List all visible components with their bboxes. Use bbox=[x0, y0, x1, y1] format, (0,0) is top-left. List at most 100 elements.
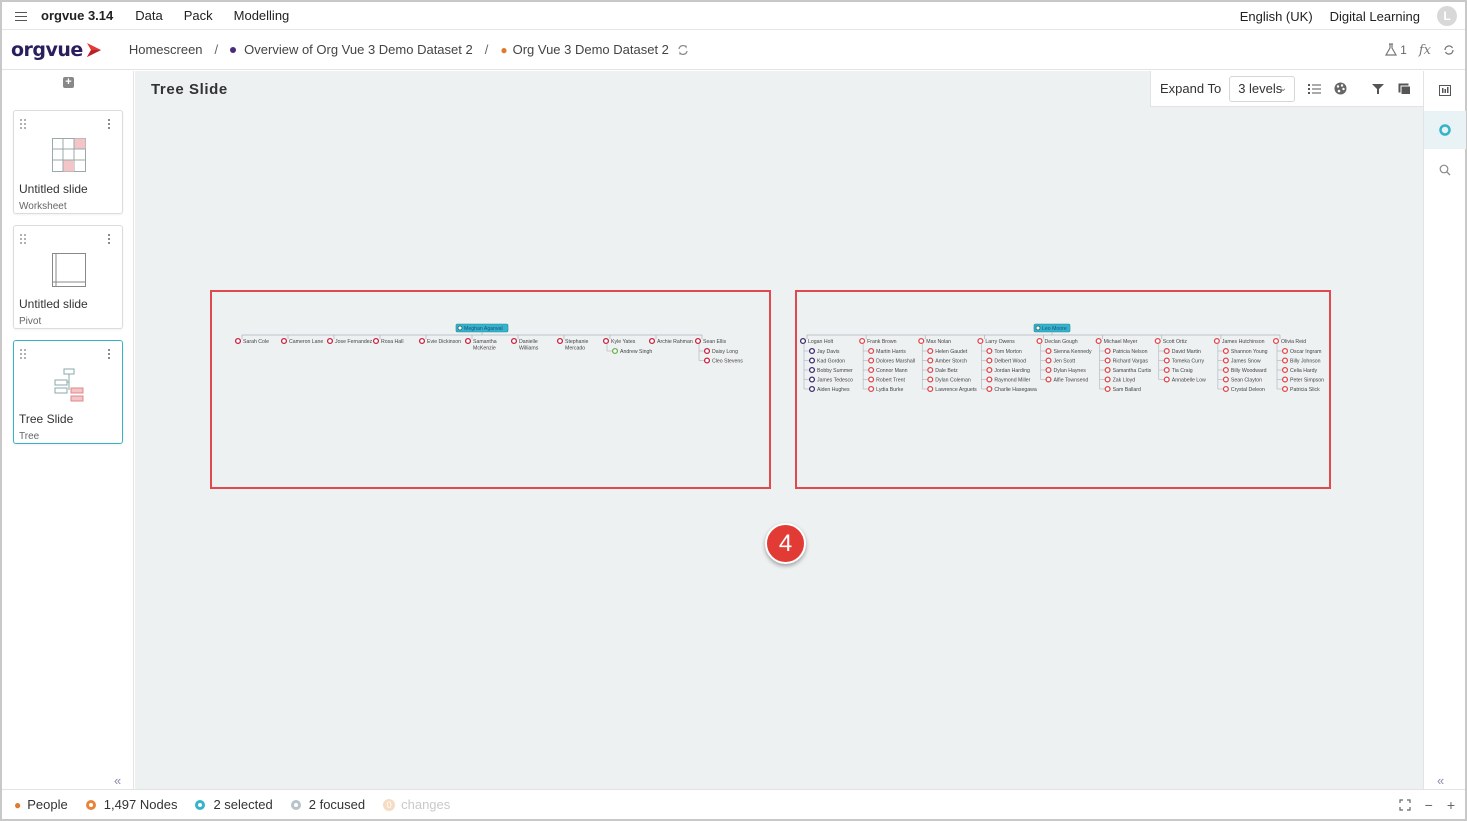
tree-leaf-node[interactable]: Dylan Haynes bbox=[1045, 366, 1086, 374]
tree-leaf-node[interactable]: Celia Hardy bbox=[1281, 366, 1318, 374]
tree-leaf-node[interactable]: Jen Scott bbox=[1045, 357, 1076, 365]
tree-node[interactable]: Jose Fernandez bbox=[326, 337, 373, 345]
status-people[interactable]: ● People bbox=[14, 797, 68, 812]
tree-node[interactable]: Michael Meyer bbox=[1095, 337, 1138, 345]
tree-leaf-node[interactable]: Tia Craig bbox=[1163, 366, 1193, 374]
tree-leaf-node[interactable]: Crystal Deleon bbox=[1222, 385, 1265, 393]
tree-node[interactable]: Kyle Yates bbox=[602, 337, 636, 345]
tree-leaf-node[interactable]: Billy Woodward bbox=[1222, 366, 1267, 374]
language-selector[interactable]: English (UK) bbox=[1239, 8, 1313, 24]
tree-leaf-node[interactable]: Lydia Burke bbox=[868, 385, 904, 393]
tree-node[interactable]: Archie Rahman bbox=[648, 337, 693, 345]
flask-icon[interactable] bbox=[1384, 43, 1398, 57]
tree-node[interactable]: Declan Gough bbox=[1036, 337, 1078, 345]
list-icon[interactable] bbox=[1307, 82, 1321, 96]
breadcrumb-home[interactable]: Homescreen bbox=[128, 42, 203, 57]
tree-leaf-node[interactable]: Patricia Nelson bbox=[1104, 347, 1148, 355]
tree-leaf-node[interactable]: Cleo Stevens bbox=[703, 357, 744, 365]
menu-pack[interactable]: Pack bbox=[183, 8, 213, 23]
tree-leaf-node[interactable]: Sean Clayton bbox=[1222, 376, 1262, 384]
slide-card-tree[interactable]: Tree Slide Tree bbox=[13, 340, 123, 444]
tree-leaf-node[interactable]: Jordan Harding bbox=[986, 366, 1030, 374]
slide-menu-icon[interactable] bbox=[108, 349, 110, 359]
tree-root-node[interactable]: Meghan Agarwal bbox=[455, 323, 509, 333]
tree-leaf-node[interactable]: Helen Gaudet bbox=[927, 347, 968, 355]
minus-icon[interactable]: − bbox=[1424, 797, 1433, 813]
user-name[interactable]: Digital Learning bbox=[1329, 8, 1420, 24]
tree-leaf-node[interactable]: Richard Vargas bbox=[1104, 357, 1148, 365]
avatar[interactable]: L bbox=[1437, 6, 1457, 26]
drag-handle-icon[interactable] bbox=[20, 349, 28, 359]
tree-node[interactable]: Cameron Lane bbox=[280, 337, 324, 345]
tree-leaf-node[interactable]: Delbert Wood bbox=[986, 357, 1026, 365]
orgvue-logo[interactable]: orgvue bbox=[11, 39, 103, 61]
add-slide-button[interactable]: + bbox=[63, 77, 74, 88]
tree-leaf-node[interactable]: Alfie Townsend bbox=[1045, 376, 1088, 384]
tree-node[interactable]: Scott Ortiz bbox=[1154, 337, 1187, 345]
status-changes[interactable]: 0 changes bbox=[383, 797, 450, 812]
tree-leaf-node[interactable]: David Martin bbox=[1163, 347, 1201, 355]
status-nodes[interactable]: 1,497 Nodes bbox=[85, 797, 177, 812]
tree-node[interactable]: James Hutchinson bbox=[1213, 337, 1265, 345]
slide-menu-icon[interactable] bbox=[108, 119, 110, 129]
tree-leaf-node[interactable]: Billy Johnson bbox=[1281, 357, 1321, 365]
tree-leaf-node[interactable]: Raymond Miller bbox=[986, 376, 1031, 384]
tree-leaf-node[interactable]: Bobby Summer bbox=[808, 366, 853, 374]
tree-leaf-node[interactable]: Tom Morton bbox=[986, 347, 1022, 355]
tree-leaf-node[interactable]: Dylan Coleman bbox=[927, 376, 971, 384]
tree-leaf-node[interactable]: Samantha Curtis bbox=[1104, 366, 1152, 374]
tree-leaf-node[interactable]: Daisy Long bbox=[703, 347, 738, 355]
tree-node[interactable]: Olivia Reid bbox=[1272, 337, 1307, 345]
slide-card-pivot[interactable]: Untitled slide Pivot bbox=[13, 225, 123, 329]
tree-leaf-node[interactable]: Martin Harris bbox=[868, 347, 906, 355]
tree-leaf-node[interactable]: Sam Ballard bbox=[1104, 385, 1141, 393]
palette-icon[interactable] bbox=[1333, 82, 1347, 96]
status-focused[interactable]: 2 focused bbox=[290, 797, 365, 812]
tree-node[interactable]: Larry Owens bbox=[977, 337, 1015, 345]
plus-icon[interactable]: + bbox=[1446, 797, 1455, 813]
menu-data[interactable]: Data bbox=[135, 8, 163, 23]
tree-canvas[interactable]: Tree Slide Expand To 3 levels ⌄ Meghan A… bbox=[135, 71, 1423, 789]
tree-leaf-node[interactable]: Peter Simpson bbox=[1281, 376, 1325, 384]
tree-leaf-node[interactable]: Connor Mann bbox=[868, 366, 908, 374]
tree-leaf-node[interactable]: Zak Lloyd bbox=[1104, 376, 1135, 384]
tree-leaf-node[interactable]: Oscar Ingram bbox=[1281, 347, 1322, 355]
tree-leaf-node[interactable]: Aiden Hughes bbox=[808, 385, 850, 393]
tree-leaf-node[interactable]: Annabelle Low bbox=[1163, 376, 1206, 384]
slide-menu-icon[interactable] bbox=[108, 234, 110, 244]
tree-node[interactable]: Frank Brown bbox=[859, 337, 897, 345]
tree-leaf-node[interactable]: Andrew Singh bbox=[611, 347, 653, 355]
expand-levels-select[interactable]: 3 levels ⌄ bbox=[1229, 75, 1296, 102]
slide-card-worksheet[interactable]: Untitled slide Worksheet bbox=[13, 110, 123, 214]
tree-leaf-node[interactable]: Kad Gordon bbox=[808, 357, 845, 365]
breadcrumb-dataset[interactable]: Org Vue 3 Demo Dataset 2 bbox=[512, 42, 669, 57]
tree-node[interactable]: Sarah Cole bbox=[234, 337, 269, 345]
tree-node[interactable]: Logan Holt bbox=[799, 337, 834, 345]
fullscreen-icon[interactable] bbox=[1399, 799, 1411, 811]
tree-leaf-node[interactable]: Robert Trent bbox=[868, 376, 906, 384]
tree-leaf-node[interactable]: Tomeka Curry bbox=[1163, 357, 1204, 365]
panel-icon[interactable] bbox=[1397, 82, 1411, 96]
refresh-icon[interactable] bbox=[677, 44, 689, 56]
tree-leaf-node[interactable]: James Tedesco bbox=[808, 376, 853, 384]
tree-leaf-node[interactable]: Jay Davis bbox=[808, 347, 840, 355]
tree-leaf-node[interactable]: Charlie Hasegawa bbox=[986, 385, 1037, 393]
chart-panel-icon[interactable] bbox=[1424, 71, 1466, 109]
tree-leaf-node[interactable]: Sienna Kennedy bbox=[1045, 347, 1092, 355]
tree-leaf-node[interactable]: Amber Storch bbox=[927, 357, 967, 365]
sync-icon[interactable] bbox=[1443, 44, 1455, 56]
hamburger-icon[interactable] bbox=[15, 11, 29, 21]
focus-ring-icon[interactable] bbox=[1424, 111, 1466, 149]
fx-icon[interactable]: fx bbox=[1418, 42, 1431, 58]
status-selected[interactable]: 2 selected bbox=[195, 797, 273, 812]
collapse-left-icon[interactable]: « bbox=[114, 773, 122, 788]
tree-node[interactable]: Evie Dickinson bbox=[418, 337, 462, 345]
tree-leaf-node[interactable]: Lawrence Arguets bbox=[927, 385, 977, 393]
tree-leaf-node[interactable]: Patricia Slick bbox=[1281, 385, 1320, 393]
breadcrumb-overview[interactable]: Overview of Org Vue 3 Demo Dataset 2 bbox=[244, 42, 473, 57]
